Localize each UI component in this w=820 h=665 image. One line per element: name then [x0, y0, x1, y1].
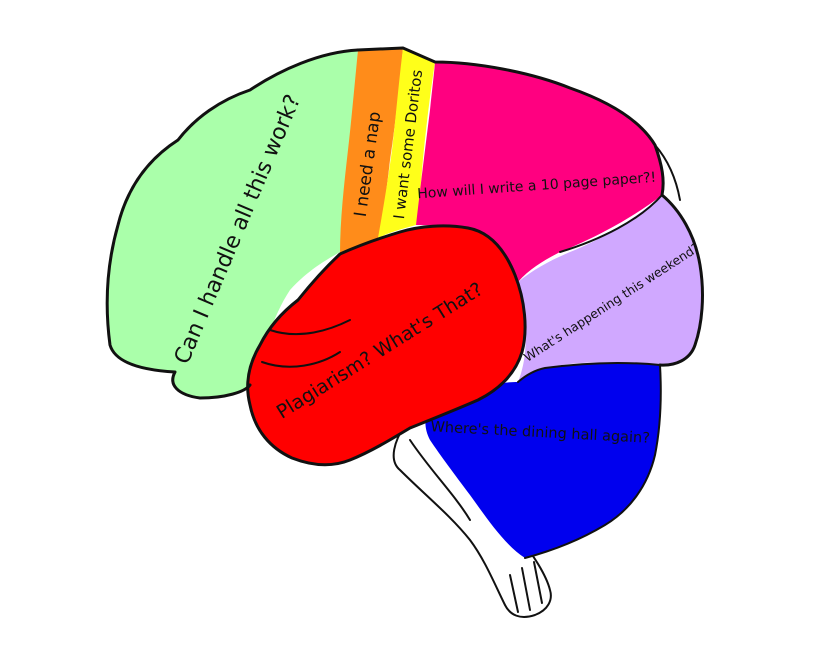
cerebellum-outline — [517, 362, 662, 559]
region-frontal — [107, 50, 358, 398]
brain-outline-top — [356, 46, 704, 367]
region-occipital — [518, 195, 703, 382]
brain-stem-ridge-2 — [521, 567, 531, 611]
region-temporal — [247, 225, 526, 465]
region-sensory — [378, 48, 435, 238]
temporal-outline — [246, 224, 527, 467]
brain-stem-ridge-1 — [509, 574, 519, 613]
temporal-fold-2 — [261, 351, 341, 368]
region-motor — [340, 48, 403, 254]
brain-stem-ridge-3 — [533, 561, 543, 604]
region-parietal — [416, 62, 664, 282]
parietal-fold — [559, 194, 663, 253]
brain-stem-ridge-4 — [409, 439, 471, 521]
occipital-fold — [654, 144, 681, 201]
region-cerebellum — [425, 363, 661, 558]
brain-outline — [105, 48, 360, 400]
temporal-fold-1 — [269, 319, 351, 336]
